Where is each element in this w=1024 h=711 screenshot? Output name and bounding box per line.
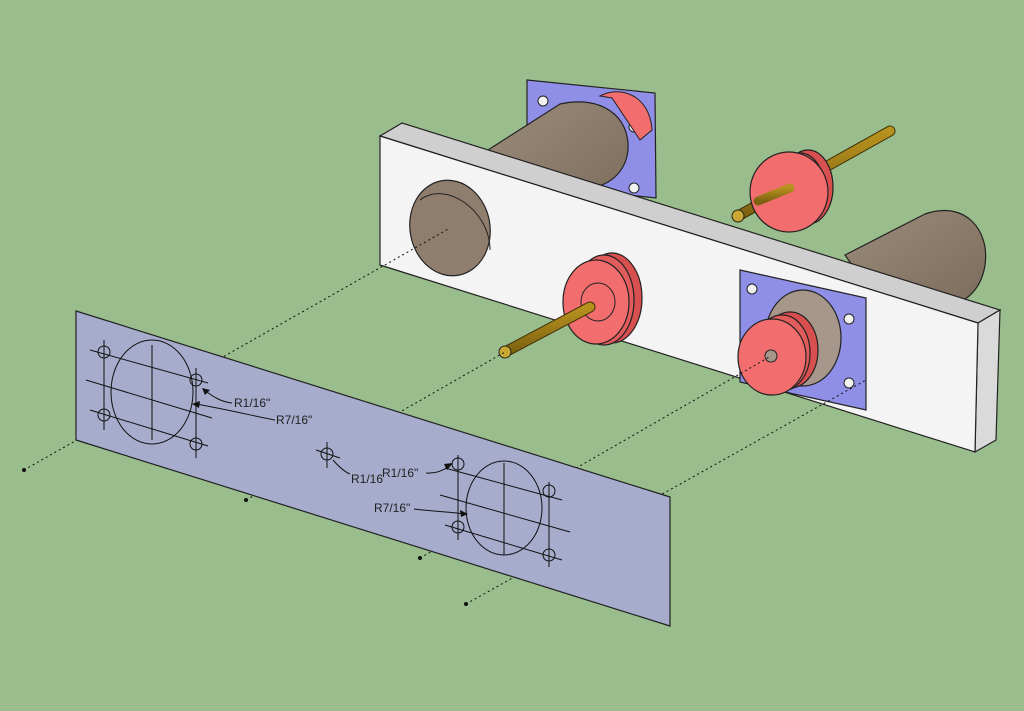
mount-screw-hole	[746, 283, 758, 295]
mount-screw-hole	[843, 377, 855, 389]
board-end-face	[974, 308, 1001, 454]
pulley-hub	[580, 282, 616, 322]
projection-endpoints	[22, 468, 468, 606]
right-circle-radius-label: R7/16"	[374, 501, 410, 515]
left-circle-radius-label: R7/16"	[276, 413, 312, 427]
board-motor-hole	[409, 179, 491, 277]
upper-shaft-assembly[interactable]	[731, 125, 896, 233]
drilling-template-sheet[interactable]: R1/16" R7/16" R1/16 R1/16"	[75, 310, 671, 627]
center-hole-radius-label: R1/16	[351, 472, 383, 486]
left-hole-pattern	[85, 339, 276, 458]
shaft-end	[498, 345, 512, 359]
mount-screw-hole	[843, 313, 855, 325]
right-hole-radius-label: R1/16"	[382, 466, 418, 480]
left-hole-radius-label: R1/16"	[234, 396, 270, 410]
front-shaft-assembly[interactable]	[498, 252, 643, 359]
mount-screw-hole	[628, 182, 640, 194]
shaft	[500, 302, 595, 357]
mount-screw-hole	[537, 95, 549, 107]
front-motor-right[interactable]	[737, 269, 867, 411]
shaft-end	[764, 349, 778, 363]
center-hole-pattern	[315, 442, 351, 475]
template-sheet	[75, 310, 671, 627]
rear-pulley	[598, 91, 653, 141]
right-hole-pattern	[413, 455, 571, 567]
shaft-end	[731, 209, 745, 223]
